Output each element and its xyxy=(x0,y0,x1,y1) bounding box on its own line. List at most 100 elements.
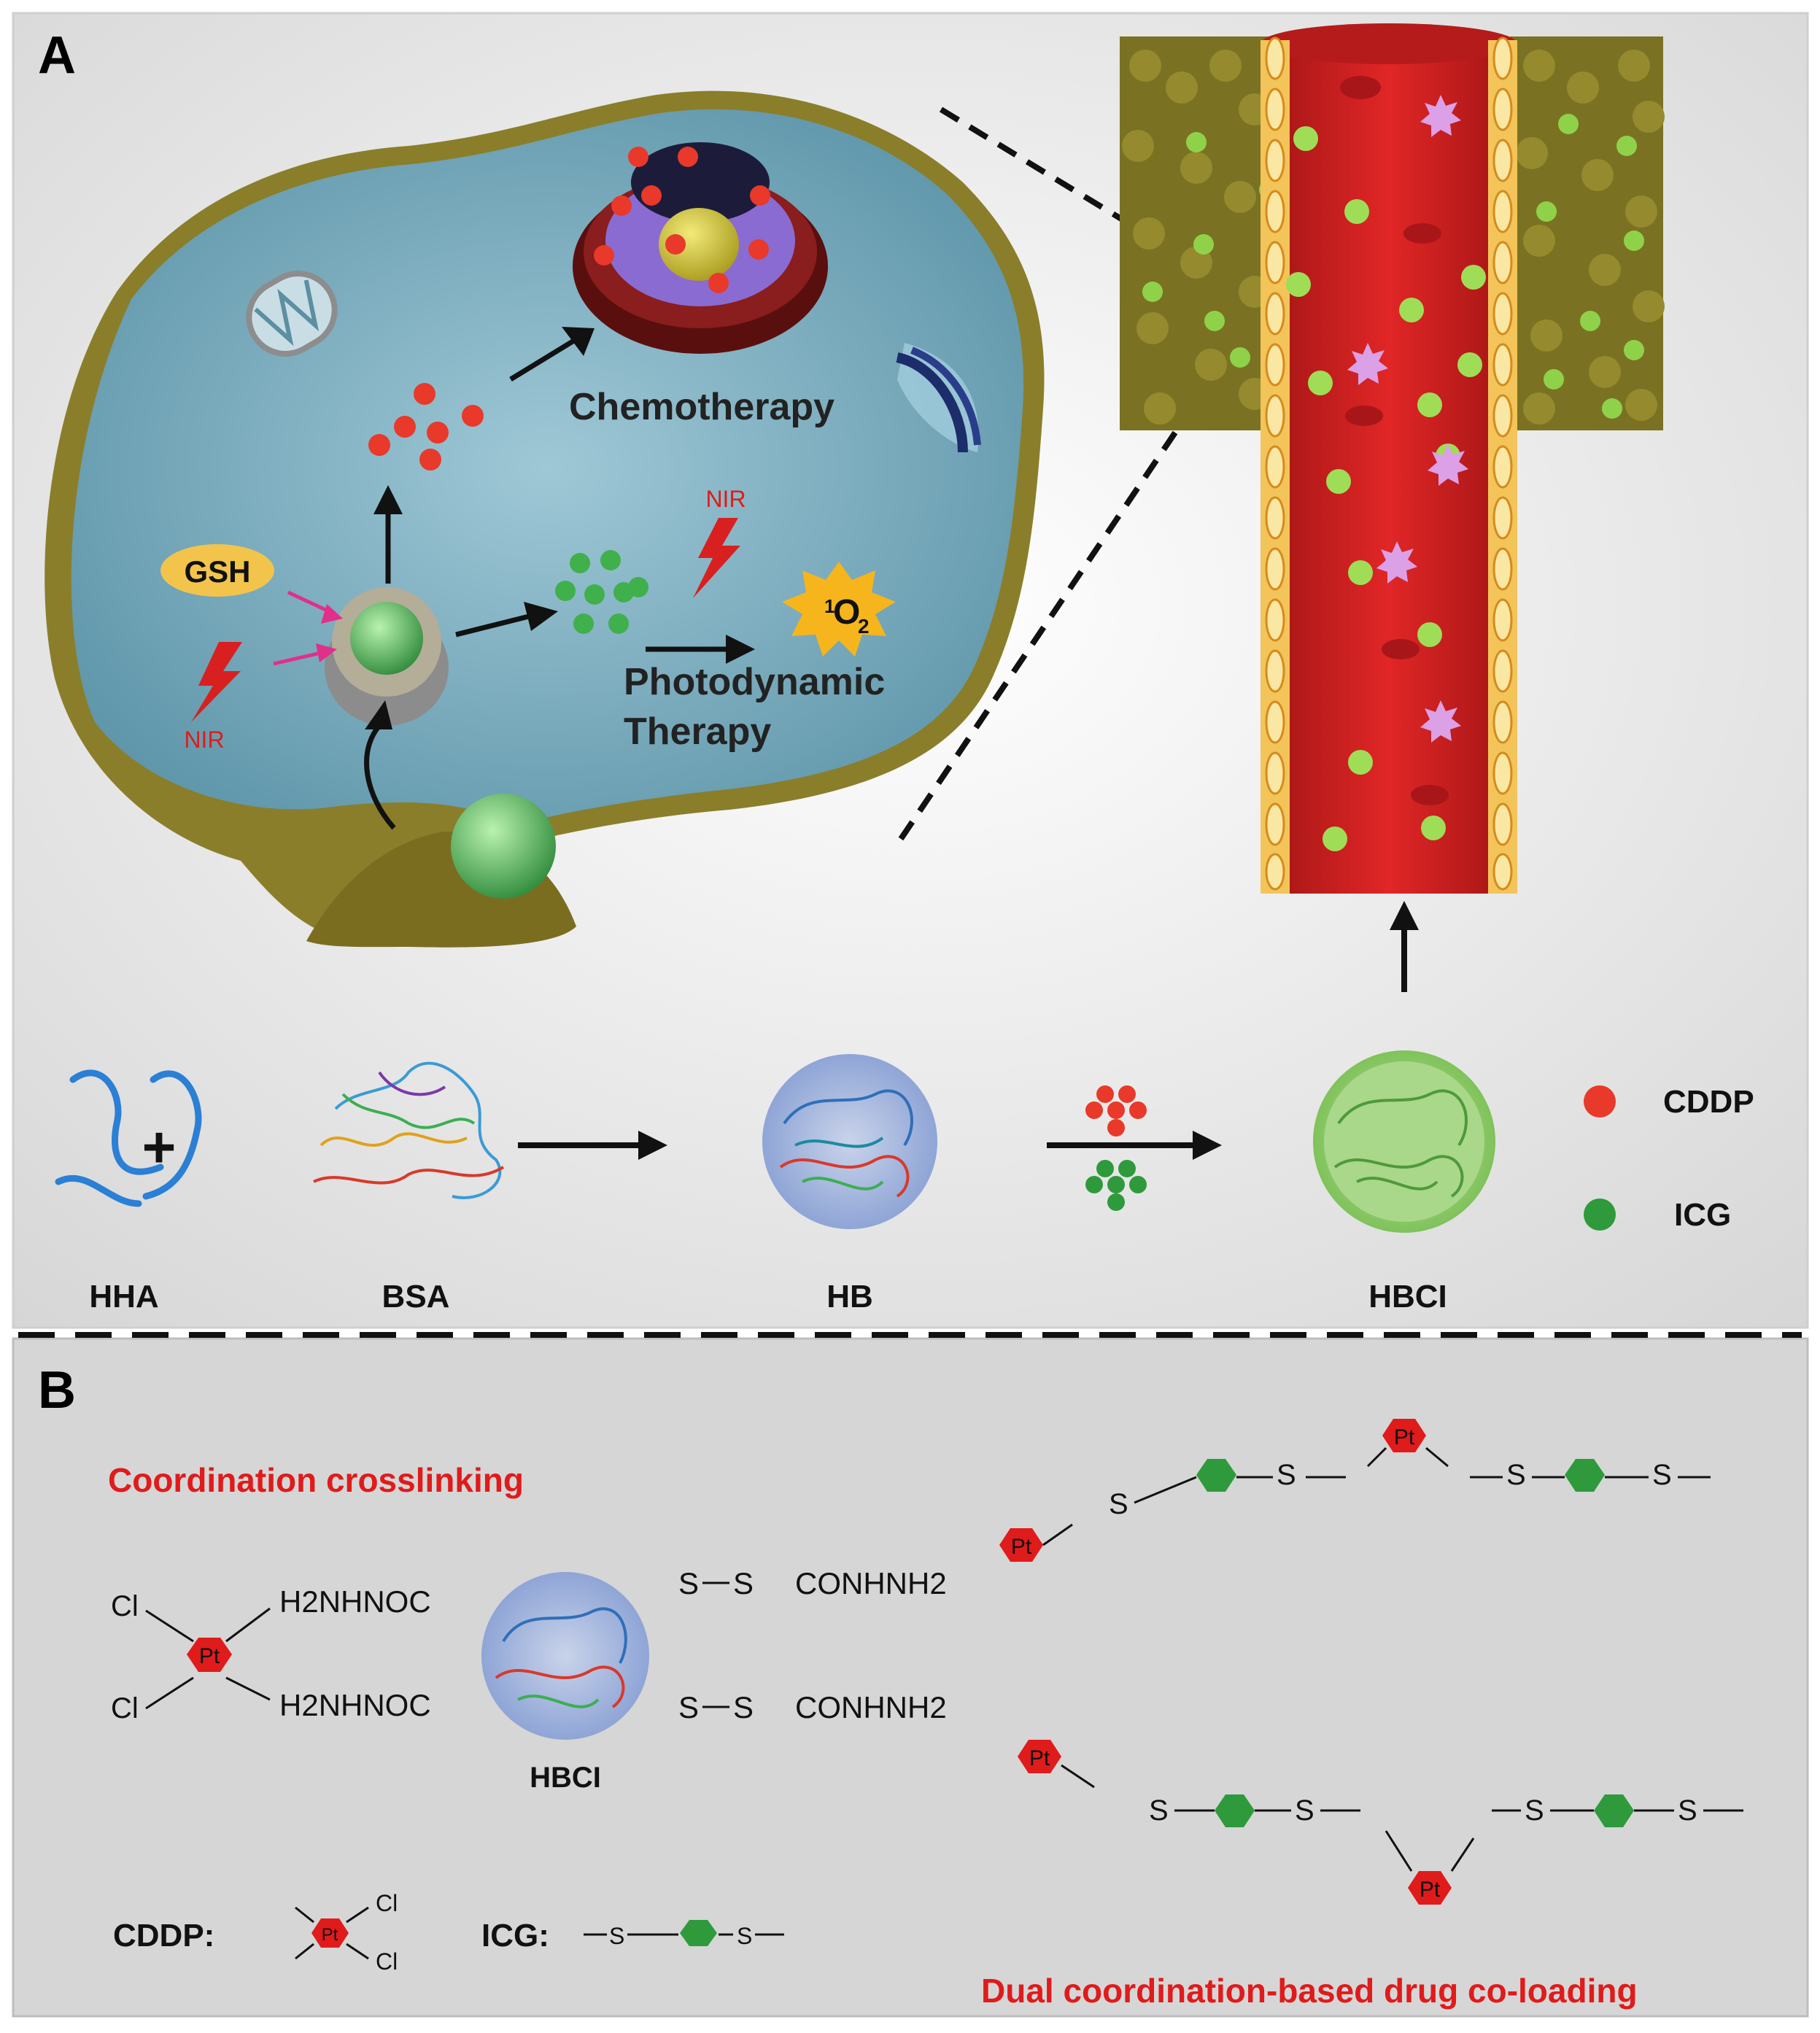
hha-label: HHA xyxy=(89,1279,158,1314)
icg-definition-label: ICG: xyxy=(481,1918,549,1953)
coordination-crosslinking-label: Coordination crosslinking xyxy=(108,1461,524,1499)
mitochondrion xyxy=(246,271,338,357)
pt-octagon-lower-mid xyxy=(1408,1871,1452,1905)
cddp-in-nucleus xyxy=(594,147,770,293)
pt-lower-mid-label: Pt xyxy=(1420,1878,1441,1902)
cl-bottom-left: Cl xyxy=(111,1692,139,1724)
plus-sign: + xyxy=(142,1115,177,1180)
cddp-definition-pt-label: Pt xyxy=(322,1925,338,1945)
endothelial-cells-right xyxy=(1492,36,1513,891)
singlet-oxygen-o: O xyxy=(833,593,860,632)
pt-octagon-upper-mid xyxy=(1382,1419,1426,1452)
panel-b-label: B xyxy=(38,1361,76,1420)
cddp-definition-pt xyxy=(311,1918,349,1948)
pt-octagon-lower-chain xyxy=(1018,1740,1061,1773)
legend-cddp-swatch xyxy=(1584,1085,1616,1118)
s-lower-1: S xyxy=(1149,1794,1169,1827)
s-top-1: S xyxy=(678,1566,699,1600)
gsh-badge xyxy=(160,544,274,597)
pt-lower-chain-label: Pt xyxy=(1029,1746,1050,1770)
s-upper-2: S xyxy=(1277,1459,1296,1491)
cell-arrows xyxy=(364,327,755,830)
hbci-label-b: HBCI xyxy=(530,1762,601,1794)
cl-top-left: Cl xyxy=(111,1590,139,1622)
s-lower-3: S xyxy=(1525,1794,1544,1827)
arrow-to-hbci xyxy=(1047,1131,1222,1160)
icg-octagon-upper-1 xyxy=(1196,1459,1236,1492)
arrow-hbci-to-vessel xyxy=(1390,901,1419,992)
gsh-nir-stimulus-arrows xyxy=(273,590,343,666)
s-bottom-2: S xyxy=(733,1690,754,1724)
pt-upper-chain-label: Pt xyxy=(1011,1535,1032,1559)
pdt-label-line2: Therapy xyxy=(624,710,771,753)
released-icg xyxy=(555,550,648,634)
cddp-definition-cl-bottom: Cl xyxy=(376,1948,398,1975)
h2nhnoc-top: H2NHNOC xyxy=(279,1584,431,1619)
s-upper-3: S xyxy=(1506,1459,1526,1491)
blood-cells xyxy=(1340,76,1449,805)
legend-cddp-label: CDDP xyxy=(1663,1084,1754,1120)
icg-octagon-lower-2 xyxy=(1594,1794,1634,1827)
nir-lightning-right xyxy=(693,518,740,598)
pt-upper-mid-label: Pt xyxy=(1394,1425,1415,1449)
bsa-label: BSA xyxy=(382,1279,450,1314)
s-lower-2: S xyxy=(1295,1794,1314,1827)
icg-octagon-lower-1 xyxy=(1215,1794,1255,1827)
cddp-definition-cl-top: Cl xyxy=(376,1890,398,1916)
tumor-cell xyxy=(44,90,1045,948)
nir-label-right: NIR xyxy=(705,486,746,512)
icg-definition-s-right: S xyxy=(737,1923,752,1949)
hha-polymer xyxy=(55,1069,202,1207)
singlet-oxygen-subscript: 2 xyxy=(858,615,870,638)
singlet-oxygen-star xyxy=(782,562,896,657)
s-upper-1: S xyxy=(1109,1488,1128,1520)
hb-label: HB xyxy=(826,1279,873,1314)
endothelial-cells-left xyxy=(1265,36,1285,891)
h2nhnoc-bottom: H2NHNOC xyxy=(279,1688,431,1722)
hbci-particle xyxy=(1313,1050,1495,1233)
pt-octagon-upper-chain xyxy=(999,1528,1043,1562)
conhnh2-bottom: CONHNH2 xyxy=(795,1690,947,1724)
hbci-label: HBCI xyxy=(1368,1279,1447,1314)
drug-cluster-cddp xyxy=(1085,1085,1147,1136)
hb-particle xyxy=(762,1054,937,1229)
arrow-to-hb xyxy=(518,1131,667,1160)
nir-label-left: NIR xyxy=(184,727,224,753)
panel-b-background xyxy=(12,1337,1809,2018)
gsh-label: GSH xyxy=(184,554,250,589)
blood-vessel xyxy=(1261,23,1517,894)
cddp-definition-label: CDDP: xyxy=(113,1918,214,1953)
cddp-definition-bonds xyxy=(295,1906,369,1960)
upper-chain-bonds xyxy=(1042,1447,1711,1546)
singlet-oxygen-superscript: 1 xyxy=(824,595,835,617)
s-bottom-1: S xyxy=(678,1690,699,1724)
icg-definition-octagon xyxy=(680,1920,717,1946)
hbci-sphere-b xyxy=(481,1572,649,1740)
pdt-label-line1: Photodynamic xyxy=(624,661,885,703)
icg-definition-s-left: S xyxy=(609,1923,624,1949)
bsa-protein xyxy=(313,1061,505,1199)
chemotherapy-label: Chemotherapy xyxy=(569,386,835,428)
endocytosed-nanoparticle xyxy=(451,794,556,899)
lower-chain-bonds xyxy=(1061,1764,1743,1872)
s-lower-4: S xyxy=(1678,1794,1697,1827)
conhnh2-top: CONHNH2 xyxy=(795,1566,947,1600)
pt-left-label: Pt xyxy=(199,1644,220,1668)
legend-icg-label: ICG xyxy=(1674,1197,1731,1233)
zoom-line-top xyxy=(939,107,1147,236)
legend-icg-swatch xyxy=(1584,1198,1616,1231)
icg-octagon-upper-2 xyxy=(1565,1459,1605,1492)
drug-cluster-icg xyxy=(1085,1160,1147,1211)
s-upper-4: S xyxy=(1652,1459,1672,1491)
dual-coordination-label: Dual coordination-based drug co-loading xyxy=(981,1972,1638,2010)
panel-a-label: A xyxy=(38,26,76,85)
golgi-apparatus xyxy=(896,343,981,453)
zoom-line-bottom xyxy=(898,399,1199,841)
vessel-immune-cells xyxy=(1347,95,1468,743)
pt-octagon-left xyxy=(187,1638,232,1672)
released-cddp xyxy=(368,383,484,471)
s-top-2: S xyxy=(733,1566,754,1600)
nir-lightning-left xyxy=(191,642,242,722)
